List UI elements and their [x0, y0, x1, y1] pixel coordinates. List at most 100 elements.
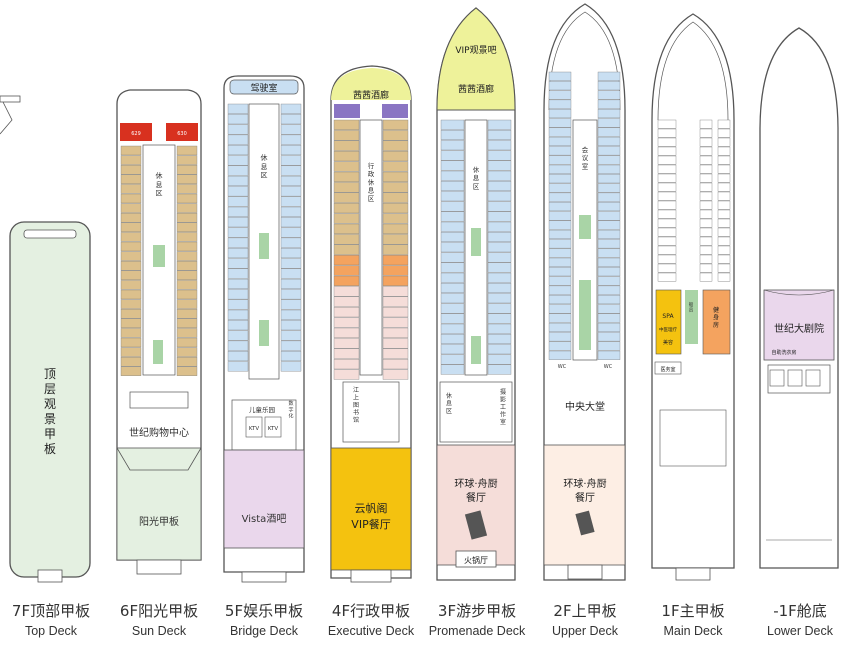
- caption-2f-zh: 2F上甲板: [553, 602, 617, 620]
- cabin-cell: [120, 318, 142, 328]
- crew-cabin-cell: [657, 155, 677, 165]
- cabin-cell: [597, 146, 621, 156]
- crew-cabin-cell: [717, 236, 731, 246]
- cabin-cell: [176, 222, 198, 232]
- cabin-cell: [382, 161, 409, 172]
- cabin-cell: [597, 350, 621, 360]
- library-label: 江上图书馆: [353, 387, 359, 424]
- crew-cabin-cell: [717, 155, 731, 165]
- cabin-cell: [333, 275, 360, 286]
- cabin-cell: [548, 285, 572, 295]
- cabin-cell: [597, 118, 621, 128]
- cabin-cell: [176, 174, 198, 184]
- global-kitchen-2f-type: 餐厅: [575, 491, 595, 504]
- cabin-cell: [487, 283, 512, 293]
- crew-cabin-cell: [699, 164, 713, 174]
- cabin-cell: [120, 328, 142, 338]
- sisi-lounge-4f-label: 茜茜酒廊: [353, 89, 389, 101]
- cabin-cell: [440, 150, 465, 161]
- cabin-cell: [382, 327, 409, 338]
- vista-bar-label: Vista酒吧: [242, 513, 287, 525]
- crew-cabin-cell: [699, 155, 713, 165]
- cabin-cell: [176, 261, 198, 271]
- cabin-cell: [548, 183, 572, 193]
- cabin-cell: [227, 124, 249, 135]
- sun-deck-lounge-label: 休息区: [156, 171, 163, 198]
- cabin-cell: [176, 337, 198, 348]
- crew-cabin-cell: [717, 218, 731, 228]
- caption-3f-en: Promenade Deck: [428, 624, 526, 638]
- cabin-cell: [440, 201, 465, 212]
- deck-7f-fragment: [0, 95, 21, 135]
- global-kitchen-3f-type: 餐厅: [466, 491, 486, 504]
- cabin-cell: [333, 296, 360, 307]
- kids-club-label: 儿童乐园: [249, 405, 275, 414]
- caption-1f-zh: 1F主甲板: [661, 602, 725, 620]
- cabin-cell: [227, 103, 249, 114]
- cabin-cell: [440, 262, 465, 273]
- digital-cinema-label: 数字化: [288, 400, 293, 420]
- wc-right-label: WC: [604, 364, 613, 370]
- deck-b1: 世纪大剧院 自助洗衣房: [759, 27, 839, 569]
- cabin-cell: [333, 182, 360, 193]
- crew-cabin-cell: [699, 263, 713, 273]
- clinic-label: 医务室: [660, 366, 675, 373]
- cabin-cell: [333, 161, 360, 172]
- cabin-cell: [227, 248, 249, 259]
- cabin-cell: [597, 183, 621, 193]
- cabin-cell: [382, 182, 409, 193]
- cabin-cell: [120, 347, 142, 357]
- cabin-cell: [382, 192, 409, 203]
- cabin-cell: [440, 232, 465, 242]
- cabin-cell: [548, 267, 572, 277]
- cabin-cell: [597, 322, 621, 332]
- beauty-label: 美容: [663, 339, 673, 346]
- caption-1f: 1F主甲板 Main Deck: [638, 600, 748, 640]
- crew-cabin-cell: [717, 245, 731, 255]
- cabin-cell: [280, 114, 302, 125]
- cabin-cell: [440, 252, 465, 263]
- cabin-cell: [333, 255, 360, 266]
- crew-cabin-cell: [717, 128, 731, 138]
- cabin-cell: [333, 171, 360, 182]
- cabin-cell: [176, 232, 198, 242]
- cabin-cell: [333, 223, 360, 234]
- cabin-cell: [487, 211, 512, 222]
- crew-cabin-cell: [717, 227, 731, 237]
- cabin-cell: [176, 318, 198, 328]
- cabin-cell: [176, 241, 198, 252]
- deck-plan-diagram: 顶层观景甲板 629 630 休息区 世纪购物中心 阳光甲板 驾驶室 休息区: [0, 3, 839, 583]
- caption-5f: 5F娱乐甲板 Bridge Deck: [209, 600, 319, 640]
- cabin-cell: [487, 293, 512, 304]
- caption-3f-zh: 3F游步甲板: [437, 602, 517, 620]
- caption-2f-en: Upper Deck: [552, 624, 618, 638]
- cabin-cell: [120, 299, 142, 309]
- crew-cabin-cell: [717, 272, 731, 282]
- cabin-cell: [597, 332, 621, 342]
- crew-cabin-cell: [699, 272, 713, 282]
- caption-6f: 6F阳光甲板 Sun Deck: [104, 600, 214, 640]
- cabin-cell: [440, 170, 465, 181]
- cabin-cell: [333, 203, 360, 214]
- cabin-cell: [440, 181, 465, 191]
- cabin-cell: [333, 192, 360, 203]
- cabin-cell: [440, 211, 465, 222]
- crew-cabin-cell: [717, 173, 731, 183]
- cabin-cell: [597, 313, 621, 323]
- deck-5f: 驾驶室 休息区 儿童乐园 KTV KTV 数字化 Vista酒吧: [223, 75, 305, 583]
- cabin-cell: [440, 293, 465, 304]
- cabin-cell: [227, 289, 249, 300]
- cabin-cell: [548, 350, 572, 360]
- cabin-cell: [548, 109, 572, 119]
- wc-left-label: WC: [558, 364, 567, 370]
- cabin-cell: [333, 317, 360, 328]
- sun-deck-cabins-left: [120, 145, 142, 376]
- cabin-cell: [597, 164, 621, 174]
- cabin-cell: [227, 206, 249, 217]
- cabin-cell: [382, 119, 409, 130]
- spa-label: SPA: [662, 313, 674, 320]
- cabin-cell: [280, 206, 302, 217]
- cabin-cell: [382, 286, 409, 297]
- cabin-cell: [280, 175, 302, 186]
- caption-b1-en: Lower Deck: [767, 624, 833, 638]
